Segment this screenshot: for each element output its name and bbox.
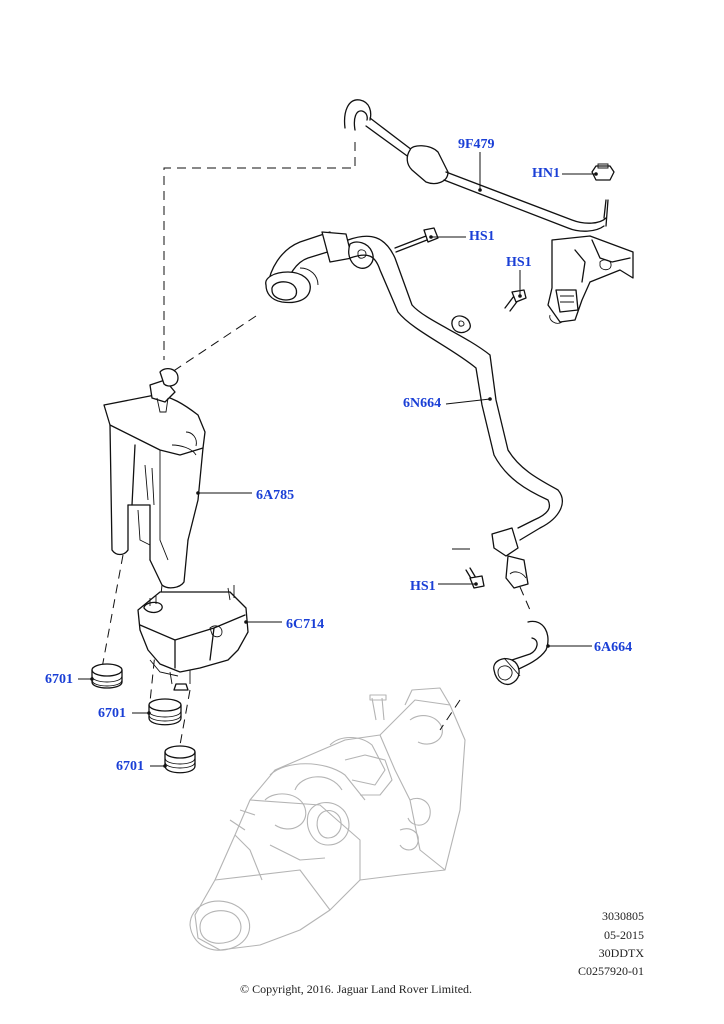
reservoir-6c714 — [137, 585, 249, 691]
callout-hn1[interactable]: HN1 — [532, 166, 560, 181]
callout-6a785[interactable]: 6A785 — [256, 488, 295, 503]
illustration-number: 3030805 — [602, 909, 644, 923]
illustration-reference: C0257920-01 — [578, 964, 644, 978]
hose-6a664 — [493, 620, 549, 685]
oil-separator-6a785 — [103, 367, 206, 589]
callout-hs1-middle[interactable]: HS1 — [506, 255, 532, 270]
seal-6701-middle — [148, 698, 182, 726]
callout-hs1-upper[interactable]: HS1 — [469, 229, 495, 244]
illustration-date: 05-2015 — [604, 928, 644, 942]
seal-6701-lower — [164, 745, 196, 774]
illustration-engine-code: 30DDTX — [598, 946, 644, 960]
callout-hs1-lower[interactable]: HS1 — [410, 579, 436, 594]
nut-hn1-part — [591, 163, 615, 181]
vent-tube-6n664 — [265, 231, 563, 589]
seal-6701-upper — [91, 663, 123, 689]
callout-6701-lower[interactable]: 6701 — [116, 759, 144, 774]
callout-leader-lines — [78, 152, 598, 768]
bolt-hs1-upper — [394, 227, 439, 253]
bracket-assembly — [547, 235, 634, 324]
callout-6n664[interactable]: 6N664 — [403, 396, 442, 411]
callout-6c714[interactable]: 6C714 — [286, 617, 325, 632]
callout-6701-middle[interactable]: 6701 — [98, 706, 126, 721]
turbocharger-ghost-drawing — [189, 687, 466, 951]
bolt-hs1-middle — [504, 289, 527, 312]
bolt-hs1-lower — [452, 548, 485, 589]
callout-6a664[interactable]: 6A664 — [594, 640, 633, 655]
vent-hose-9f479 — [343, 99, 609, 232]
callout-6701-upper[interactable]: 6701 — [45, 672, 73, 687]
callout-9f479[interactable]: 9F479 — [458, 137, 495, 152]
copyright-notice: © Copyright, 2016. Jaguar Land Rover Lim… — [239, 982, 473, 996]
